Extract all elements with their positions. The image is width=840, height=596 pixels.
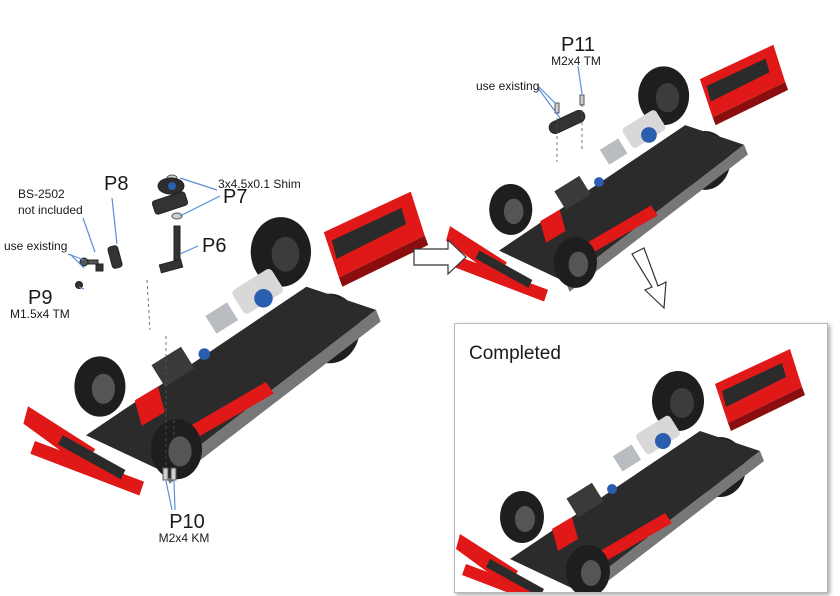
completed-title: Completed xyxy=(469,343,561,364)
completed-car-illustration xyxy=(456,349,805,592)
p10-label: P10 xyxy=(169,511,205,533)
exploded-parts xyxy=(75,94,586,481)
p11-label: P11 xyxy=(560,34,596,56)
hollow-arrow-down-icon xyxy=(631,247,667,310)
p7-part-label: 3x4.5x0.1 Shim xyxy=(218,177,301,191)
assembly-guide-lines xyxy=(146,104,583,468)
completed-panel: Completed xyxy=(454,323,828,593)
callout-lines xyxy=(67,65,583,511)
p9-part-label: M1.5x4 TM xyxy=(10,307,70,321)
p7-label: P7 xyxy=(223,186,248,208)
p6-label: P6 xyxy=(202,235,227,257)
p8-note-line1: BS-2502 xyxy=(18,187,65,201)
p11-part-label: M2x4 TM xyxy=(551,54,601,68)
p8-note-line2: not included xyxy=(18,203,83,217)
p9-label: P9 xyxy=(28,287,53,309)
p10-part-label: M2x4 KM xyxy=(158,531,210,545)
use-existing-right-label: use existing xyxy=(476,79,540,93)
p8-label: P8 xyxy=(104,173,129,195)
hollow-arrow-right-icon xyxy=(413,238,467,276)
use-existing-left-label: use existing xyxy=(4,239,68,253)
